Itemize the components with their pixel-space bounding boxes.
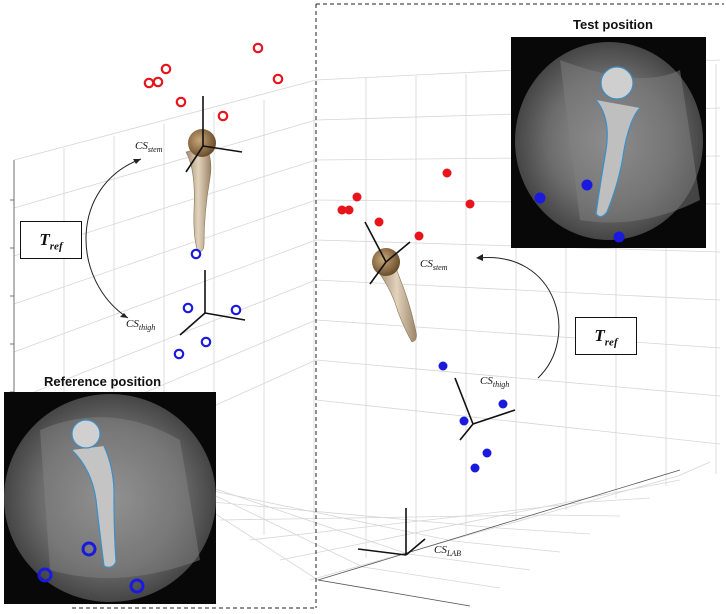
- grid-line: [279, 488, 634, 561]
- grid-line: [632, 479, 681, 490]
- grid-line: [219, 514, 544, 521]
- red-marker-solid: [465, 199, 475, 209]
- blue-marker-solid: [470, 463, 480, 473]
- red-marker-hollow: [152, 76, 164, 88]
- tref-box-left: Tref: [20, 221, 82, 259]
- grid-line: [497, 527, 591, 535]
- floor-axis: [317, 469, 681, 607]
- tref-box-right: Tref: [575, 317, 637, 355]
- blue-marker-solid: [482, 448, 492, 458]
- xray-reference-markers: [37, 541, 145, 594]
- dashed-divider: [72, 3, 724, 609]
- right-cs-thigh-axes: [454, 377, 516, 441]
- grid-line: [13, 119, 317, 209]
- xray-test-image: [511, 37, 706, 248]
- grid-line: [309, 475, 679, 581]
- marker-layer: [143, 42, 508, 473]
- red-marker-hollow: [160, 63, 172, 75]
- grid-line: [407, 553, 531, 571]
- xray-blue-marker-ring: [129, 578, 145, 594]
- red-marker-hollow: [272, 73, 284, 85]
- grid-line: [13, 79, 317, 161]
- blue-marker-hollow: [173, 348, 185, 360]
- red-marker-solid: [374, 217, 384, 227]
- xray-blue-marker-ring: [81, 541, 97, 557]
- label-cs-stem-right: CSstem: [420, 258, 448, 273]
- xray-test-markers: [534, 179, 625, 243]
- grid-line: [315, 319, 721, 349]
- xray-reference-image: [4, 392, 216, 604]
- grid-line: [542, 514, 621, 517]
- blue-marker-hollow: [200, 336, 212, 348]
- blue-marker-hollow: [190, 248, 202, 260]
- vertical-axis-left: [10, 160, 15, 400]
- grid-line: [315, 359, 721, 397]
- grid-line: [587, 497, 651, 503]
- label-cs-thigh-left: CSthigh: [126, 318, 156, 333]
- right-transform-arrow: [477, 257, 560, 379]
- blue-marker-hollow: [230, 304, 242, 316]
- red-marker-solid: [442, 168, 452, 178]
- label-cs-thigh-right: CSthigh: [480, 375, 510, 390]
- right-cs-stem-axes: [364, 221, 411, 285]
- left-cs-stem-axes: [185, 96, 243, 173]
- left-arrowhead-top: [133, 159, 141, 164]
- right-stem-implant: [372, 248, 417, 343]
- label-cs-lab: CSLAB: [434, 544, 462, 559]
- reference-position-title: Reference position: [44, 374, 162, 389]
- right-arrowhead: [476, 254, 483, 261]
- xray-blue-marker-ring: [37, 567, 53, 583]
- grid-line: [362, 566, 501, 589]
- label-cs-stem-left: CSstem: [135, 140, 163, 155]
- xray-blue-marker-solid: [534, 192, 546, 204]
- red-marker-solid: [344, 205, 354, 215]
- red-marker-hollow: [143, 77, 155, 89]
- left-transform-arrow: [85, 158, 142, 319]
- test-position-title: Test position: [573, 17, 653, 32]
- red-marker-solid: [414, 231, 424, 241]
- xray-blue-marker-solid: [613, 231, 625, 243]
- blue-marker-solid: [459, 416, 469, 426]
- red-marker-solid: [337, 205, 347, 215]
- 3d-grid: [13, 59, 721, 607]
- grid-line: [189, 499, 499, 529]
- xray-blue-marker-solid: [581, 179, 593, 191]
- red-marker-hollow: [252, 42, 264, 54]
- grid-line: [677, 461, 711, 477]
- grid-line: [315, 279, 721, 301]
- grid-line: [315, 399, 721, 445]
- left-arrowhead-bottom: [120, 313, 128, 318]
- left-cs-thigh-axes: [179, 270, 246, 336]
- blue-marker-solid: [438, 361, 448, 371]
- red-marker-hollow: [175, 96, 187, 108]
- grid-line: [452, 540, 561, 553]
- red-marker-hollow: [217, 110, 229, 122]
- blue-marker-hollow: [182, 302, 194, 314]
- blue-marker-solid: [498, 399, 508, 409]
- red-marker-solid: [352, 192, 362, 202]
- cs-lab-axes: [357, 508, 426, 556]
- left-stem-implant: [185, 129, 216, 253]
- grid-line: [249, 501, 589, 541]
